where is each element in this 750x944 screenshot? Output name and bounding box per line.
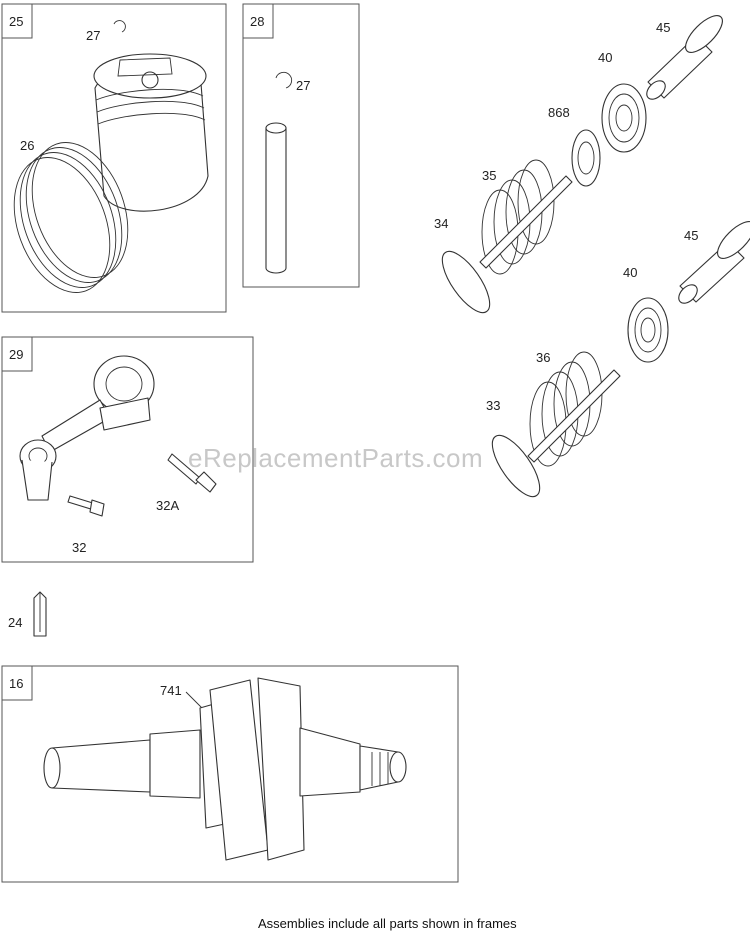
wrist-pin-frame: 28 27 [242, 3, 360, 288]
spring-upper-callout: 35 [482, 168, 496, 183]
connecting-rod-frame-tab [1, 336, 33, 372]
tappet-upper-icon [646, 15, 723, 100]
crankshaft-frame-tab [1, 665, 33, 701]
valve-upper-callout: 34 [434, 216, 448, 231]
rod-bolt-alt-icon [167, 453, 217, 493]
connecting-rod-icon [19, 355, 155, 501]
retainer-lower-callout: 40 [623, 265, 637, 280]
seal-callout: 868 [548, 105, 570, 120]
tappet-lower-icon [678, 221, 750, 304]
wrist-pin-frame-tab [242, 3, 274, 39]
valve-lower-callout: 33 [486, 398, 500, 413]
rod-bolt-icon [67, 495, 105, 517]
seal-icon [571, 129, 601, 187]
retainer-upper-icon [601, 83, 647, 153]
crankshaft-frame: 16 741 [1, 665, 459, 883]
crankshaft-frame-border [1, 665, 459, 883]
tappet-lower-callout: 45 [684, 228, 698, 243]
piston-rings-icon [13, 142, 129, 293]
piston-frame-tag: 25 [9, 14, 23, 29]
connecting-rod-frame-tag: 29 [9, 347, 23, 362]
piston-clip-callout: 27 [86, 28, 100, 43]
piston-frame-tab [1, 3, 33, 39]
piston-clip-icon [113, 20, 126, 33]
wrist-pin-icon [265, 122, 287, 274]
piston-icon [93, 53, 209, 212]
piston-frame: 25 27 26 [1, 3, 227, 313]
key-callout: 24 [8, 615, 22, 630]
valve-lower-icon [491, 369, 621, 498]
wrist-pin-frame-border [242, 3, 360, 288]
crankshaft-frame-tag: 16 [9, 676, 23, 691]
piston-rings-callout: 26 [20, 138, 34, 153]
crankshaft-icon [43, 677, 407, 861]
piston-frame-border [1, 3, 227, 313]
rod-bolt-alt-callout: 32A [156, 498, 179, 513]
watermark: eReplacementParts.com [188, 443, 483, 473]
spring-lower-callout: 36 [536, 350, 550, 365]
connecting-rod-frame-border [1, 336, 254, 563]
wrist-pin-frame-tag: 28 [250, 14, 264, 29]
rod-bolt-callout: 32 [72, 540, 86, 555]
key-icon [33, 591, 47, 637]
connecting-rod-frame: 29 32A 32 [1, 336, 254, 563]
retainer-lower-icon [627, 297, 669, 363]
timing-gear-callout: 741 [160, 683, 182, 698]
pin-clip-callout: 27 [296, 78, 310, 93]
retainer-upper-callout: 40 [598, 50, 612, 65]
valve-upper-icon [441, 175, 573, 314]
valve-train-group: 45 40 868 35 34 45 [434, 15, 750, 498]
tappet-upper-callout: 45 [656, 20, 670, 35]
frames-caption: Assemblies include all parts shown in fr… [258, 916, 517, 931]
pin-clip-icon [275, 71, 293, 89]
